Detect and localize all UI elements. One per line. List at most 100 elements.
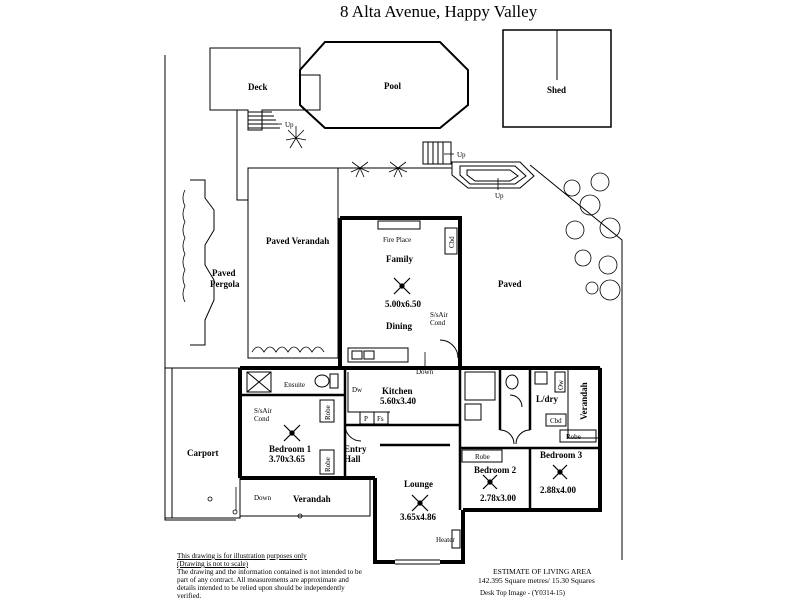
label-up-deck: Up (285, 121, 294, 129)
label-sairc-bed1-1: S/sAir (254, 407, 273, 415)
shower (246, 371, 272, 393)
robe-bed1-b (319, 449, 335, 475)
label-bedroom2: Bedroom 2 (474, 465, 517, 475)
ensuite-cistern (329, 373, 339, 389)
deck-stairs (248, 111, 280, 129)
label-bedroom1: Bedroom 1 (269, 444, 312, 454)
shrub-icon (585, 281, 599, 295)
hedge-icon (182, 189, 186, 303)
label-robe-bed3: Robe (566, 433, 581, 441)
label-ow: Ow (557, 379, 565, 390)
label-carport: Carport (187, 448, 219, 458)
kitchen-bench-top (347, 347, 409, 363)
garden-steps (451, 161, 535, 189)
shrub-icon (599, 279, 621, 301)
label-robe-bed1-a: Robe (324, 405, 332, 420)
label-cbd: Cbd (448, 236, 456, 248)
estimate-heading: ESTIMATE OF LIVING AREA (493, 567, 592, 576)
door-arc-entry (344, 424, 362, 442)
label-hall: Hall (344, 454, 361, 464)
label-paved: Paved (498, 279, 522, 289)
label-lounge: Lounge (404, 479, 433, 489)
side-verandah (567, 367, 601, 439)
vanity-bath (464, 403, 482, 421)
label-kitchen: Kitchen (382, 386, 413, 396)
paved-verandah-outline (247, 167, 339, 359)
ensuite-toilet (314, 374, 330, 388)
pool-outline (299, 41, 469, 129)
fan-bed2 (482, 474, 498, 490)
label-dw: Dw (352, 386, 363, 394)
shrub-icon (565, 220, 585, 240)
hedge-icon (251, 346, 325, 353)
shrub-icon (590, 172, 610, 192)
label-paved-verandah: Paved Verandah (266, 236, 329, 246)
label-fs: Fs (377, 415, 384, 423)
label-dining: Dining (386, 321, 413, 331)
label-up-pool: Up (457, 151, 466, 159)
fs-box (373, 411, 389, 425)
label-paved-pergola-2: Pergola (210, 279, 240, 289)
label-ensuite: Ensuite (284, 381, 305, 389)
label-family: Family (386, 254, 413, 264)
label-shed: Shed (547, 85, 566, 95)
sink-2 (363, 350, 375, 360)
label-robe-bed1-b: Robe (324, 457, 332, 472)
image-reference: Desk Top Image - (Y0314-15) (480, 589, 565, 597)
label-up-garden: Up (495, 192, 504, 200)
plan-title: 8 Alta Avenue, Happy Valley (340, 2, 538, 21)
disclaimer-line2: (Drawing is not to scale) (177, 560, 249, 568)
label-kitchen-size: 5.60x3.40 (380, 396, 417, 406)
heater-unit (451, 529, 461, 549)
label-verandah-front: Verandah (293, 494, 331, 504)
label-bedroom2-size: 2.78x3.00 (480, 493, 517, 503)
label-down-dining: Down (416, 368, 434, 376)
family-wall-top-right (340, 216, 462, 368)
shrub-icon (579, 194, 601, 216)
label-pool: Pool (384, 81, 401, 91)
living-area-estimate: ESTIMATE OF LIVING AREA 142.395 Square m… (478, 567, 595, 585)
fireplace (377, 220, 421, 230)
fan-lounge (411, 494, 429, 512)
label-bedroom1-size: 3.70x3.65 (269, 454, 306, 464)
estimate-value: 142.395 Square metres/ 15.30 Squares (478, 575, 595, 585)
plant-icon (350, 161, 370, 178)
laundry-tub (534, 371, 548, 385)
robe-bed1-a (319, 399, 335, 423)
shrub-icon (574, 249, 592, 267)
label-robe-bed2: Robe (475, 453, 490, 461)
label-heater: Heater (436, 536, 455, 544)
label-cbd-laundry: Cbd (550, 417, 562, 425)
plants (182, 126, 621, 519)
door-arc-dining (439, 339, 459, 359)
carport-outline (164, 367, 241, 519)
sink-1 (351, 350, 363, 360)
plant-icon (388, 161, 408, 178)
fan-family (393, 277, 411, 295)
front-verandah-outline (239, 477, 371, 517)
boundary-left (164, 55, 236, 521)
shrub-icon (598, 255, 618, 275)
robe-bed3 (559, 429, 597, 443)
label-verandah-side: Verandah (579, 382, 589, 420)
plant-icon (285, 126, 307, 149)
label-sairc-2: Cond (430, 319, 446, 327)
label-bedroom3: Bedroom 3 (540, 450, 583, 460)
pool-steps (422, 141, 452, 165)
label-entry: Entry (344, 444, 367, 454)
label-sairc-bed1-2: Cond (254, 415, 270, 423)
label-lounge-size: 3.65x4.86 (400, 512, 437, 522)
cbd-laundry (545, 413, 567, 427)
pergola-zigzag (190, 179, 215, 346)
disclaimer-line1: This drawing is for illustration purpose… (177, 552, 307, 560)
fan-bed1 (283, 424, 301, 442)
fan-bed3 (552, 464, 568, 480)
deck-side-wall (236, 110, 249, 201)
robe-bed2 (461, 449, 503, 463)
boundary-right (529, 164, 623, 560)
disclaimer: This drawing is for illustration purpose… (177, 552, 367, 600)
shrub-icon (563, 179, 581, 197)
disclaimer-body: The drawing and the information containe… (177, 568, 362, 600)
label-paved-pergola-1: Paved (212, 268, 236, 278)
